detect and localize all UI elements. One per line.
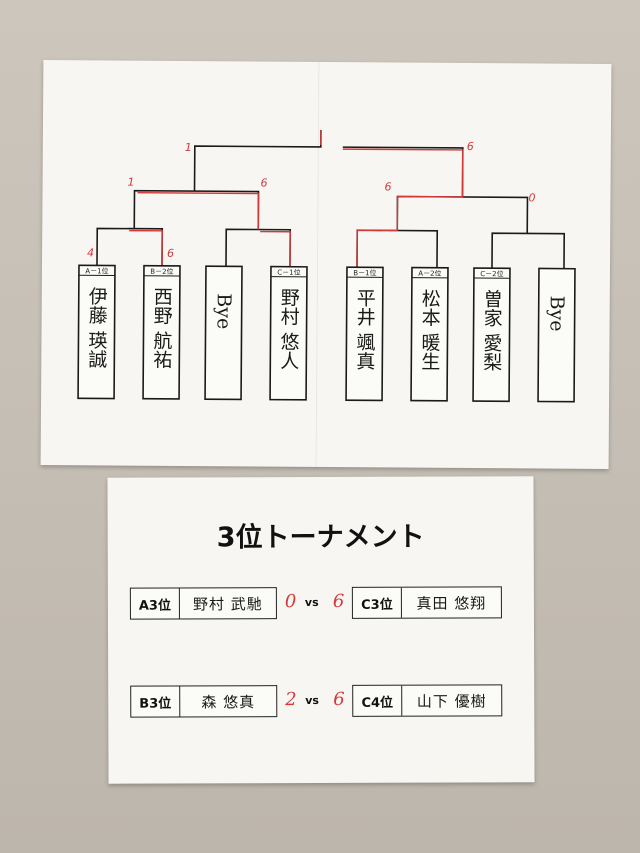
score-final-left: 1 (185, 141, 192, 154)
vs-label: vs (304, 596, 319, 610)
entrant-box-7 (472, 267, 511, 403)
score-semi-left: 1 (128, 176, 135, 189)
score-left: 2 (285, 689, 297, 711)
vs-label: vs (305, 694, 319, 708)
bracket-diagram: A－1位 B－2位 C－1位 B－1位 A－2位 C－2位 伊藤 瑛誠 西野 航… (77, 129, 576, 403)
entrant-label-2: B－2位 (150, 267, 173, 276)
player-name: 森 悠真 (201, 692, 256, 711)
entrant-label-6: A－2位 (418, 269, 441, 278)
player-box-left: A3位 野村 武馳 (129, 587, 277, 620)
entrant-label-4: C－1位 (277, 268, 300, 277)
entrant-name-7: 曽家 愛梨 (480, 289, 503, 371)
entrant-box-5 (345, 266, 384, 402)
entrant-name-6: 松本 暖生 (418, 288, 441, 370)
score-semi2-right: 0 (528, 191, 535, 204)
player-name: 山下 優樹 (416, 691, 487, 711)
player-rank: B3位 (131, 686, 181, 717)
player-name: 真田 悠翔 (416, 593, 487, 613)
score-right: 6 (333, 688, 345, 710)
third-place-title: 3位トーナメント (216, 521, 425, 554)
winner-line-r1-1 (129, 229, 163, 266)
bracket-line-semi-right (396, 195, 529, 234)
entrant-label-5: B－1位 (353, 268, 376, 277)
entrant-box-8 (537, 267, 576, 403)
entrant-box-4 (269, 265, 308, 401)
score-r1-left: 4 (87, 246, 94, 259)
score-left: 0 (284, 591, 297, 613)
label-dividers (78, 274, 510, 279)
entrant-box-1 (77, 264, 116, 400)
bracket-line-final (193, 129, 464, 197)
entrant-label-1: A－1位 (85, 266, 108, 275)
player-rank: C3位 (352, 587, 402, 618)
player-box-right: C4位 山下 優樹 (352, 684, 503, 717)
third-place-sheet: 3位トーナメント A3位 野村 武馳 0 vs 6 C3位 真田 悠翔 B3位 … (107, 476, 535, 784)
entrant-boxes (77, 264, 576, 403)
winner-line-final (342, 148, 464, 198)
player-box-right: C3位 真田 悠翔 (351, 586, 502, 619)
third-place-match-2: B3位 森 悠真 2 vs 6 C4位 山下 優樹 (130, 684, 510, 718)
winner-line-semi-left (137, 191, 260, 230)
bracket-line-r1-1 (96, 227, 164, 266)
score-right: 6 (332, 590, 345, 612)
entrant-name-1: 伊藤 瑛誠 (85, 286, 108, 368)
third-place-match-1: A3位 野村 武馳 0 vs 6 C3位 真田 悠翔 (129, 586, 510, 620)
player-box-left: B3位 森 悠真 (130, 685, 278, 718)
entrant-box-6 (410, 266, 449, 402)
player-rank: C4位 (353, 685, 403, 716)
bracket-line-semi-left (133, 189, 260, 230)
entrant-box-2 (142, 264, 181, 400)
entrant-name-5: 平井 颯真 (353, 288, 376, 370)
entrant-name-4: 野村 悠人 (277, 288, 300, 370)
winner-line-r1-3 (356, 196, 399, 268)
entrant-name-2: 西野 航祐 (150, 287, 173, 369)
bracket-line-r1-4 (491, 232, 566, 269)
player-rank: A3位 (130, 588, 180, 619)
score-semi-right: 6 (261, 177, 268, 190)
bracket-line-r1-3 (356, 229, 439, 268)
score-semi2-left: 6 (384, 180, 391, 193)
winner-line-r1-2 (260, 230, 291, 267)
entrant-name-8: Bye (546, 296, 568, 332)
player-name: 野村 武馳 (192, 594, 263, 613)
entrant-label-7: C－2位 (480, 269, 503, 278)
score-r1-right: 6 (167, 247, 174, 260)
winner-lines (129, 129, 464, 268)
bracket-line-r1-2 (225, 228, 292, 267)
bracket-sheet: A－1位 B－2位 C－1位 B－1位 A－2位 C－2位 伊藤 瑛誠 西野 航… (40, 60, 612, 469)
entrant-box-3 (204, 265, 243, 401)
entrant-name-3: Bye (213, 293, 235, 329)
score-final-right: 6 (467, 140, 474, 153)
